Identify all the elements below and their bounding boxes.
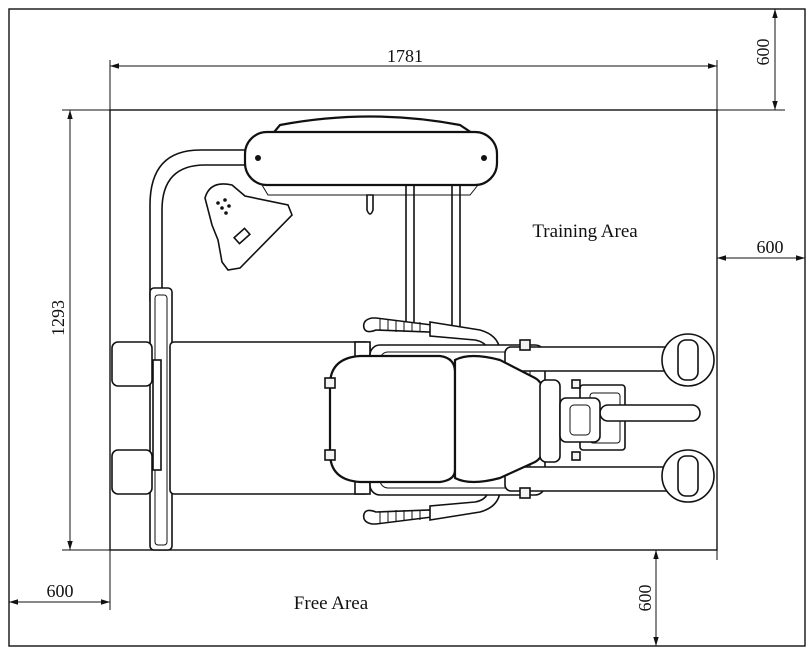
dimension-top-right-clearance-label: 600: [753, 39, 773, 66]
free-area-boundary: [8, 8, 806, 647]
training-area-label: Training Area: [532, 221, 638, 242]
left-end-plate: [149, 287, 173, 551]
extension-lines: [62, 60, 785, 610]
machine-top-view: [111, 115, 715, 551]
seat-adjuster: [559, 397, 601, 443]
dimension-bottom-clearance: 600: [635, 550, 659, 646]
dimension-bottom-left-clearance: 600: [9, 581, 110, 605]
dimension-bottom-left-clearance-label: 600: [47, 581, 74, 601]
dimension-top-width: 1781: [110, 46, 717, 69]
dimension-top-width-label: 1781: [387, 46, 423, 66]
seat-brackets: [324, 339, 581, 499]
foot-rollers: [661, 333, 715, 503]
top-backrest-cushion: [243, 130, 499, 187]
guide-rails: [405, 184, 461, 331]
seat-cushion: [328, 354, 457, 484]
adjustment-selector: [204, 183, 293, 271]
dimension-top-right-clearance: 600: [753, 9, 778, 110]
lower-handle: [362, 481, 501, 525]
free-area-label: Free Area: [294, 593, 369, 614]
dimension-bottom-clearance-label: 600: [635, 585, 655, 612]
dimension-right-clearance: 600: [717, 237, 805, 261]
dimension-left-height-label: 1293: [48, 300, 68, 336]
dimension-left-height: 1293: [48, 110, 73, 550]
dimension-right-clearance-label: 600: [757, 237, 784, 257]
training-area-boundary: [109, 109, 718, 551]
